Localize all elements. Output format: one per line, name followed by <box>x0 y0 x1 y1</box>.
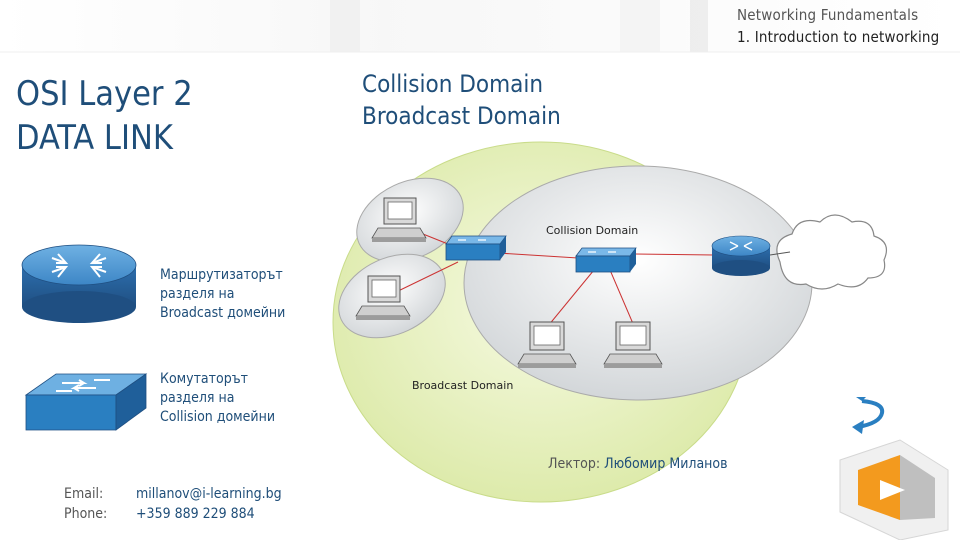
return-button[interactable] <box>848 396 888 438</box>
computer-icon-bottom-left <box>517 321 577 368</box>
switch-note-line: разделя на <box>160 390 235 406</box>
switch-icon <box>24 373 148 431</box>
switch-icon-center <box>575 247 637 273</box>
lesson-title: 1. Introduction to networking <box>737 28 940 46</box>
lecturer-name: Любомир Миланов <box>604 456 728 472</box>
return-arrow-icon <box>852 397 885 434</box>
broadcast-domain-label: Broadcast Domain <box>412 379 513 392</box>
course-title: Networking Fundamentals <box>737 6 919 24</box>
phone-label: Phone: <box>64 506 108 522</box>
lecturer: Лектор: Любомир Миланов <box>548 456 728 472</box>
collision-domain-heading: Collision Domain <box>362 70 544 98</box>
email-label: Email: <box>64 486 104 502</box>
router-note-line: Broadcast домейни <box>160 305 286 321</box>
computer-icon-bottom-right <box>603 321 663 368</box>
router-note-line: Маршрутизаторът <box>160 267 283 283</box>
computer-icon-lower-left <box>355 275 411 320</box>
play-logo-icon <box>839 439 949 540</box>
phone-value: +359 889 229 884 <box>136 506 255 522</box>
layer-subtitle: DATA LINK <box>16 118 173 158</box>
router-icon-diagram <box>711 235 771 276</box>
switch-note-line: Комутаторът <box>160 371 248 387</box>
switch-icon-left <box>445 235 507 261</box>
broadcast-domain-heading: Broadcast Domain <box>362 102 561 130</box>
lecturer-label: Лектор: <box>548 456 601 472</box>
computer-icon-upper-left <box>371 197 427 242</box>
collision-domain-label: Collision Domain <box>546 224 638 237</box>
router-icon <box>21 244 137 323</box>
cloud-icon <box>776 214 887 290</box>
switch-note: Комутаторът разделя на Collision домейни <box>160 370 275 427</box>
layer-title: OSI Layer 2 <box>16 74 193 114</box>
switch-note-line: Collision домейни <box>160 409 276 425</box>
router-note: Маршрутизаторът разделя на Broadcast дом… <box>160 266 285 323</box>
email-link[interactable]: millanov@i-learning.bg <box>136 486 282 502</box>
router-note-line: разделя на <box>160 286 235 302</box>
